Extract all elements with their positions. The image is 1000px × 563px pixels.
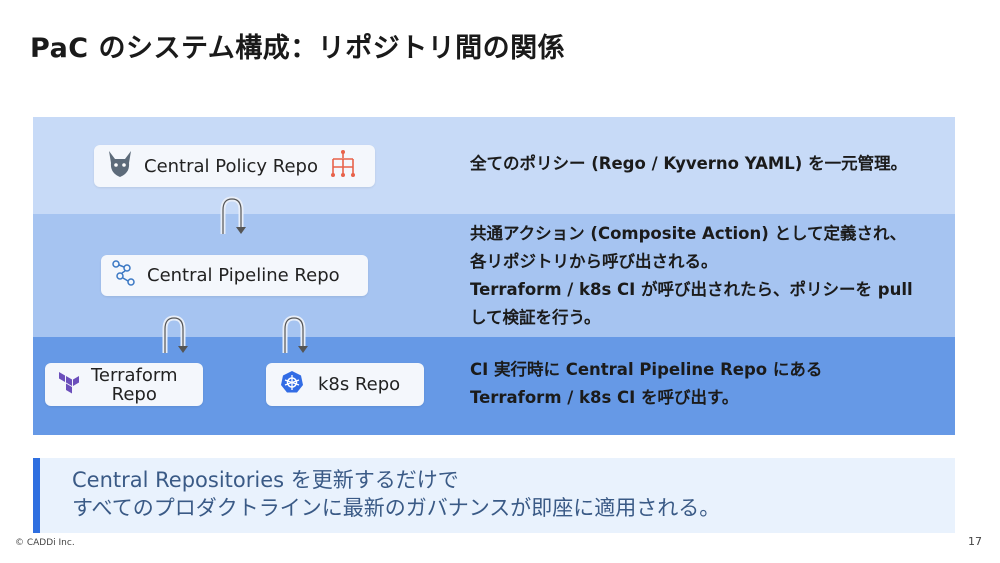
opa-icon [106,149,134,184]
central-policy-repo-box: Central Policy Repo [94,145,375,187]
product-repos-description-line: CI 実行時に Central Pipeline Repo にある [470,360,823,379]
callout-line-2: すべてのプロダクトラインに最新のガバナンスが即座に適用される。 [72,496,721,520]
callout-line-1: Central Repositories を更新するだけで [72,468,459,492]
pipeline-description: 共通アクション (Composite Action) として定義され、 各リポジ… [470,220,913,332]
page-number: 17 [968,535,982,548]
key-message-callout: Central Repositories を更新するだけで すべてのプロダクトラ… [33,458,955,533]
product-repos-description: CI 実行時に Central Pipeline Repo にある Terraf… [470,356,822,412]
terraform-icon [59,370,81,399]
pipeline-description-line: 各リポジトリから呼び出される。 [470,252,718,271]
policy-description: 全てのポリシー (Rego / Kyverno YAML) を一元管理。 [470,150,907,178]
terraform-repo-label-line1: Terraform [91,364,178,386]
central-policy-repo-label: Central Policy Repo [144,155,318,177]
pipeline-description-line: 共通アクション (Composite Action) として定義され、 [470,224,907,243]
terraform-repo-label-line2: Repo [111,383,157,405]
pipeline-description-line: して検証を行う。 [470,308,601,327]
call-cycle-arrow-terraform-icon [162,315,188,353]
kyverno-icon [328,149,358,184]
k8s-repo-box: k8s Repo [266,363,424,406]
kubernetes-icon [280,370,304,399]
slide-title: PaC のシステム構成：リポジトリ間の関係 [30,33,566,64]
copyright-footer: © CADDi Inc. [15,538,75,548]
pull-cycle-arrow-icon [220,196,246,234]
k8s-repo-label: k8s Repo [318,374,401,395]
policy-description-line: 全てのポリシー (Rego / Kyverno YAML) を一元管理。 [470,154,908,173]
central-pipeline-repo-label: Central Pipeline Repo [147,265,340,286]
call-cycle-arrow-k8s-icon [282,315,308,353]
pipeline-icon [111,259,137,292]
central-pipeline-repo-box: Central Pipeline Repo [101,255,368,296]
product-repos-description-line: Terraform / k8s CI を呼び出す。 [470,388,739,407]
pipeline-description-line: Terraform / k8s CI が呼び出されたら、ポリシーを pull [470,280,913,299]
terraform-repo-box: Terraform Repo [45,363,203,406]
